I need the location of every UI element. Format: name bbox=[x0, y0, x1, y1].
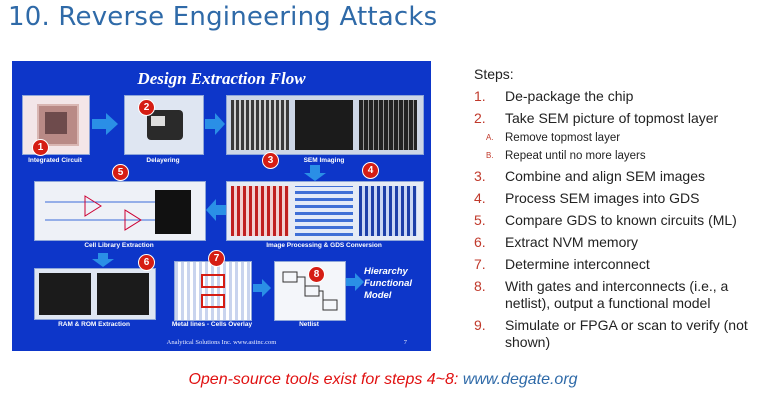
sem-caption: SEM Imaging bbox=[303, 157, 345, 164]
list-item: 9. Simulate or FPGA or scan to verify (no… bbox=[474, 317, 766, 351]
metal-lines-caption: Metal lines - Cells Overlay bbox=[171, 321, 253, 328]
step-badge: 6 bbox=[138, 254, 155, 271]
step-text: Process SEM images into GDS bbox=[505, 190, 700, 206]
hierarchy-label: Hierarchy Functional Model bbox=[364, 266, 413, 301]
step-badge: 8 bbox=[308, 266, 325, 283]
step-number: 9. bbox=[474, 317, 486, 333]
sub-list-item: B. Repeat until no more layers bbox=[474, 149, 766, 163]
step-badge: 5 bbox=[112, 164, 129, 181]
slide-footer: Analytical Solutions Inc. www.asiinc.com… bbox=[12, 339, 431, 346]
list-item: 5. Compare GDS to known circuits (ML) bbox=[474, 212, 766, 229]
step-number: 3. bbox=[474, 168, 486, 184]
step-number: 1. bbox=[474, 88, 486, 104]
step-text: Combine and align SEM images bbox=[505, 168, 705, 184]
list-item: 8. With gates and interconnects (i.e., a … bbox=[474, 278, 766, 312]
substep-letter: B. bbox=[486, 151, 494, 160]
note-text: Open-source tools exist for steps 4~8: bbox=[188, 371, 463, 388]
step-text: Determine interconnect bbox=[505, 256, 650, 272]
steps-list: Steps: 1. De-package the chip 2. Take SEM … bbox=[474, 66, 766, 356]
step-number: 4. bbox=[474, 190, 486, 206]
step-badge: 3 bbox=[262, 152, 279, 169]
steps-heading: Steps: bbox=[474, 66, 514, 82]
list-item: 6. Extract NVM memory bbox=[474, 234, 766, 251]
flow-arrow-icon bbox=[346, 273, 364, 291]
step-badge: 4 bbox=[362, 162, 379, 179]
list-item: 3. Combine and align SEM images bbox=[474, 168, 766, 185]
ic-caption: Integrated Circuit bbox=[28, 157, 82, 164]
slide-page-number: 7 bbox=[403, 339, 407, 346]
sub-list-item: A. Remove topmost layer bbox=[474, 131, 766, 145]
list-item: 7. Determine interconnect bbox=[474, 256, 766, 273]
step-number: 5. bbox=[474, 212, 486, 228]
list-item: 4. Process SEM images into GDS bbox=[474, 190, 766, 207]
flow-arrow-left-icon bbox=[206, 199, 226, 221]
image-processing-caption: Image Processing & GDS Conversion bbox=[266, 242, 382, 249]
step-number: 8. bbox=[474, 278, 486, 294]
step-text: Extract NVM memory bbox=[505, 234, 639, 250]
delayering-panel bbox=[124, 95, 204, 155]
slide-title: Design Extraction Flow bbox=[137, 69, 306, 88]
slide-footer-source: Analytical Solutions Inc. www.asiinc.com bbox=[166, 339, 277, 346]
substep-text: Repeat until no more layers bbox=[505, 150, 646, 162]
step-badge: 1 bbox=[32, 139, 49, 156]
flow-arrow-icon bbox=[92, 113, 118, 135]
step-number: 6. bbox=[474, 234, 486, 250]
list-item: 1. De-package the chip bbox=[474, 88, 766, 105]
cell-library-panel bbox=[34, 181, 206, 241]
substep-text: Remove topmost layer bbox=[505, 132, 621, 144]
page-title: 10. Reverse Engineering Attacks bbox=[8, 2, 438, 32]
ram-rom-panel bbox=[34, 268, 156, 320]
open-source-note: Open-source tools exist for steps 4~8: w… bbox=[0, 371, 766, 389]
step-badge: 7 bbox=[208, 250, 225, 267]
ram-rom-caption: RAM & ROM Extraction bbox=[58, 321, 130, 328]
flow-arrow-icon bbox=[253, 279, 271, 297]
cell-library-caption: Cell Library Extraction bbox=[84, 242, 154, 249]
flow-arrow-icon bbox=[304, 165, 326, 181]
list-item: 2. Take SEM picture of topmost layer bbox=[474, 110, 766, 127]
step-text: De-package the chip bbox=[505, 88, 634, 104]
sem-panel bbox=[226, 95, 424, 155]
step-number: 7. bbox=[474, 256, 486, 272]
design-extraction-flow-image: Design Extraction Flow Integrated Circui… bbox=[12, 61, 431, 351]
metal-lines-panel bbox=[174, 261, 252, 321]
step-number: 2. bbox=[474, 110, 486, 126]
step-badge: 2 bbox=[138, 99, 155, 116]
flow-arrow-down-icon bbox=[92, 253, 114, 267]
substep-letter: A. bbox=[486, 133, 494, 142]
step-text: Simulate or FPGA or scan to verify (not … bbox=[505, 317, 748, 350]
step-text: Compare GDS to known circuits (ML) bbox=[505, 212, 737, 228]
delayering-caption: Delayering bbox=[146, 157, 180, 164]
flow-arrow-icon bbox=[205, 113, 225, 135]
step-text: Take SEM picture of topmost layer bbox=[505, 110, 719, 126]
netlist-caption: Netlist bbox=[299, 321, 319, 328]
image-processing-panel bbox=[226, 181, 424, 241]
degate-link[interactable]: www.degate.org bbox=[462, 371, 578, 388]
step-text: With gates and interconnects (i.e., a ne… bbox=[505, 278, 729, 311]
